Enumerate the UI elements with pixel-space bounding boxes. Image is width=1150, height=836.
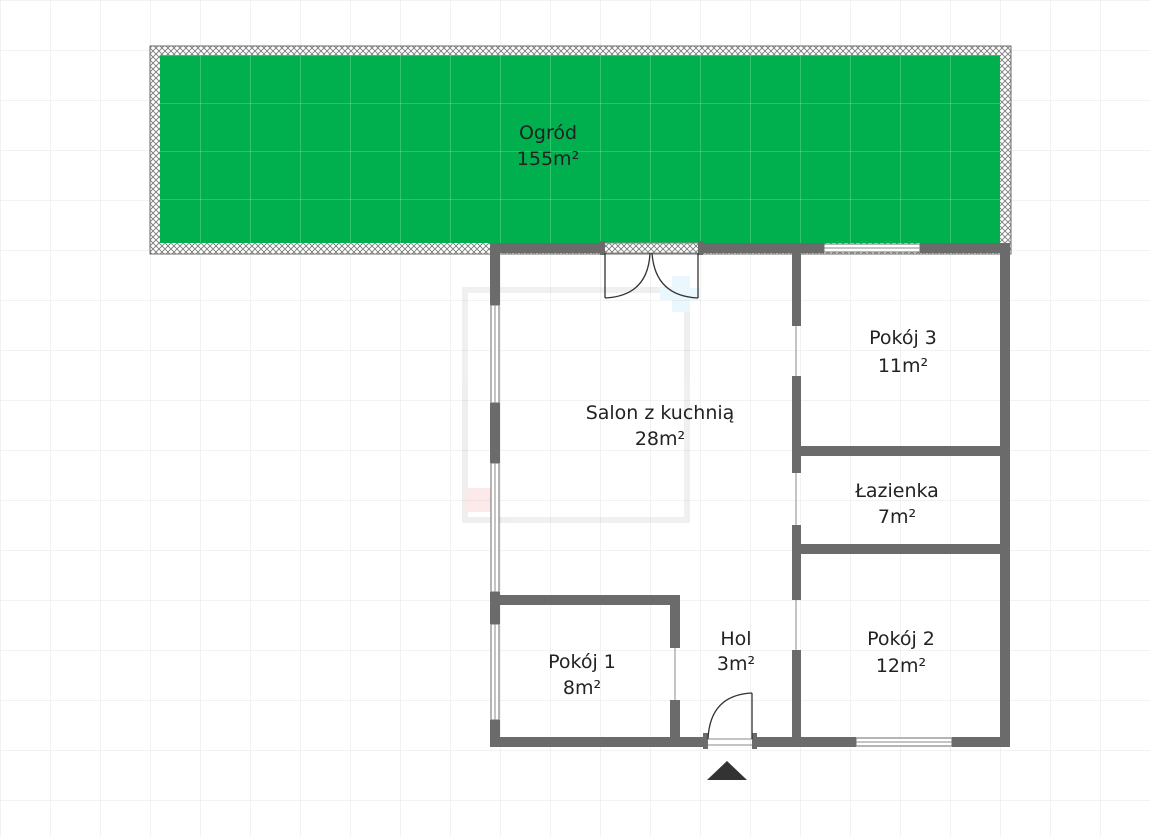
room-name-salon: Salon z kuchnią xyxy=(586,402,735,424)
entrance-door xyxy=(703,692,757,749)
room-name-ogrod: Ogród xyxy=(519,122,577,144)
room-area-pokoj3: 11m² xyxy=(878,355,928,377)
room-name-hol: Hol xyxy=(720,628,751,650)
windows xyxy=(490,243,953,747)
room-labels: Ogród 155m² Salon z kuchnią 28m² Pokój 3… xyxy=(517,122,939,699)
garden-area xyxy=(149,45,1012,255)
room-area-pokoj1: 8m² xyxy=(563,677,601,699)
room-area-ogrod: 155m² xyxy=(517,148,579,170)
watermark xyxy=(462,276,700,523)
entrance-arrow-icon xyxy=(707,761,747,780)
room-name-pokoj3: Pokój 3 xyxy=(869,327,937,349)
room-area-lazienka: 7m² xyxy=(878,506,916,528)
room-area-pokoj2: 12m² xyxy=(876,655,926,677)
doors xyxy=(600,241,797,749)
garden-double-door xyxy=(600,241,703,299)
walls xyxy=(490,243,1010,747)
room-name-lazienka: Łazienka xyxy=(854,480,939,502)
room-name-pokoj2: Pokój 2 xyxy=(867,628,935,650)
room-name-pokoj1: Pokój 1 xyxy=(548,651,616,673)
room-area-hol: 3m² xyxy=(717,653,755,675)
room-area-salon: 28m² xyxy=(635,428,685,450)
